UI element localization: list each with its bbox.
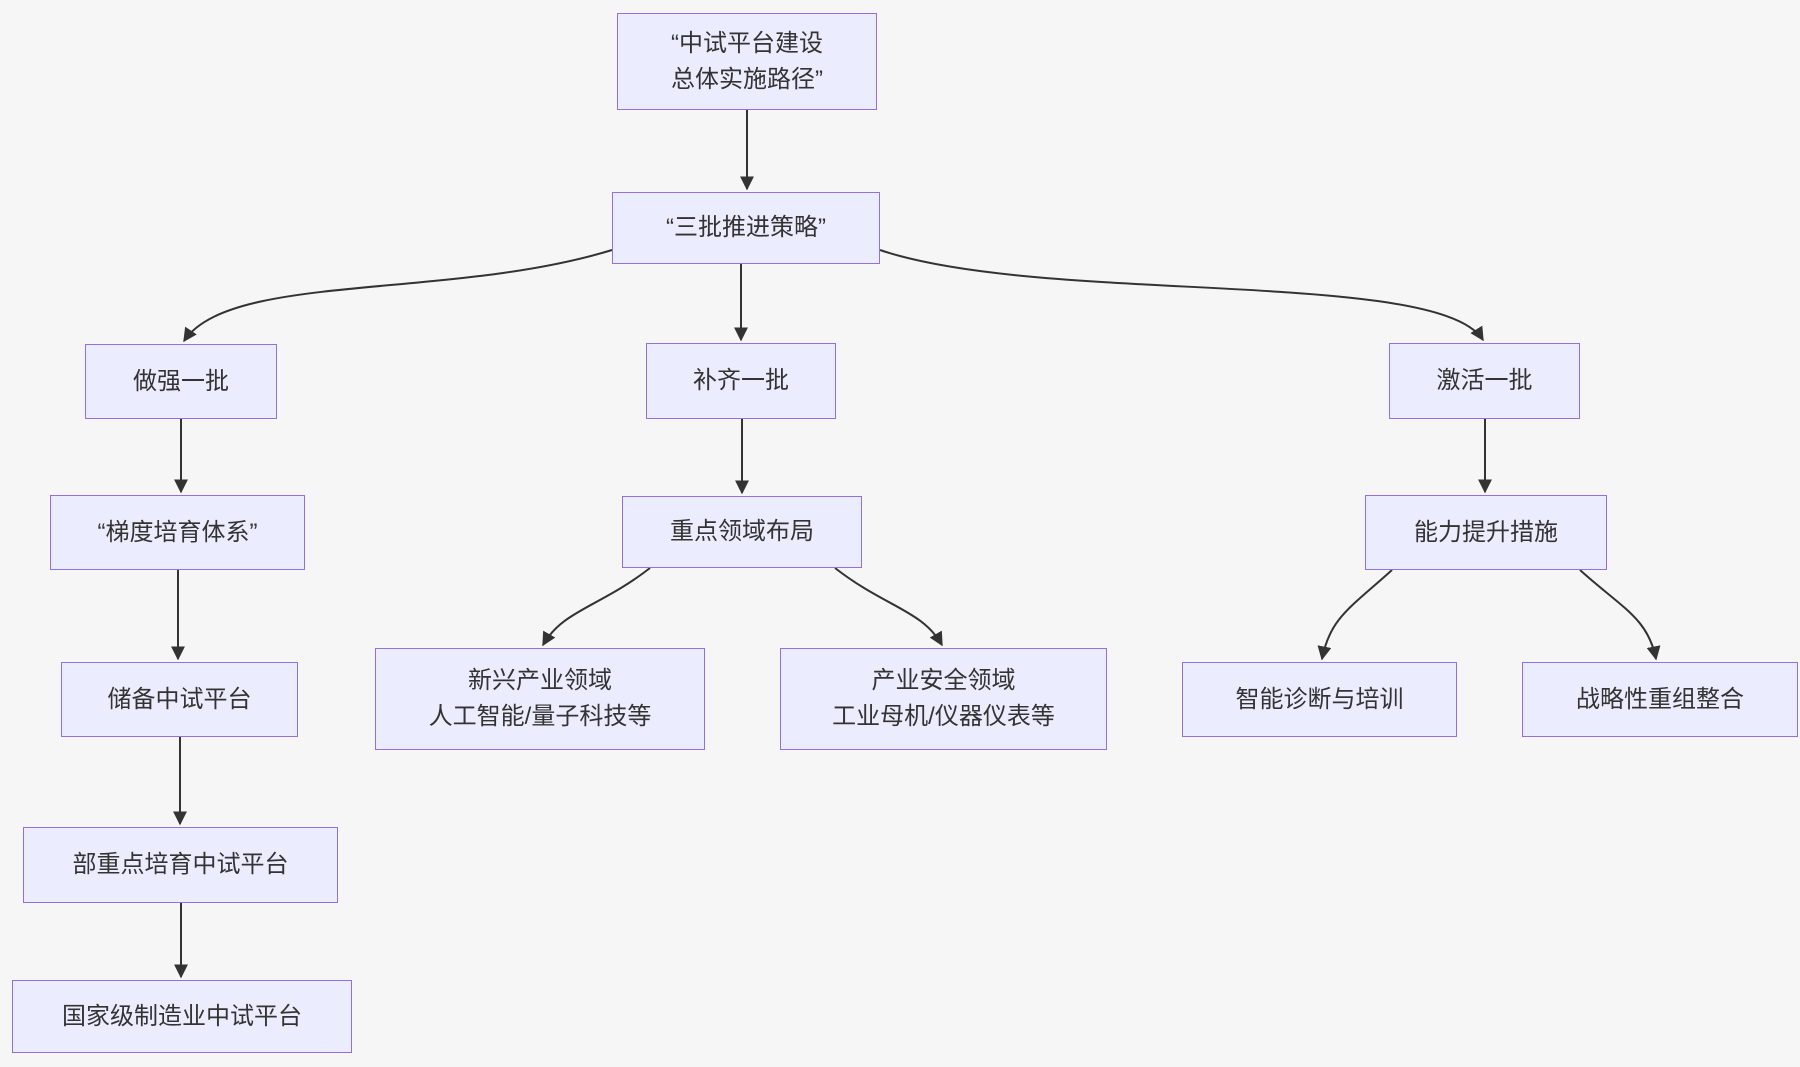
node-supplement-label: 补齐一批	[693, 367, 789, 394]
node-strategic-restructuring: 战略性重组整合	[1522, 662, 1798, 737]
edge-strategy-activate	[879, 249, 1484, 342]
node-strategy: “三批推进策略”	[612, 192, 880, 264]
node-strategy-label: “三批推进策略”	[666, 214, 826, 241]
edge-capability-diagnosis	[1317, 569, 1393, 661]
node-national-platform: 国家级制造业中试平台	[12, 980, 352, 1053]
node-strengthen-label: 做强一批	[133, 367, 229, 395]
node-root-label: “中试平台建设 总体实施路径”	[671, 29, 823, 93]
edge-keyareas-security	[834, 567, 943, 647]
node-tiered-system: “梯度培育体系”	[50, 495, 305, 570]
edge-keyareas-emerging	[542, 567, 651, 647]
node-key-areas: 重点领域布局	[622, 496, 862, 568]
node-national-platform-label: 国家级制造业中试平台	[62, 1002, 302, 1030]
node-reserve-platform-label: 储备中试平台	[107, 685, 252, 713]
node-ministry-platform-label: 部重点培育中试平台	[72, 851, 289, 878]
node-supplement: 补齐一批	[646, 343, 836, 419]
node-ministry-platform: 部重点培育中试平台	[23, 827, 338, 903]
node-emerging-fields-label: 新兴产业领域 人工智能/量子科技等	[428, 667, 652, 730]
node-activate: 激活一批	[1389, 343, 1580, 419]
node-industry-security-label: 产业安全领域 工业母机/仪器仪表等	[832, 667, 1055, 730]
node-capability-label: 能力提升措施	[1414, 518, 1558, 546]
node-root: “中试平台建设 总体实施路径”	[617, 13, 877, 110]
node-reserve-platform: 储备中试平台	[61, 662, 298, 737]
node-smart-diagnosis-label: 智能诊断与培训	[1235, 685, 1404, 713]
edge-strategy-strengthen	[183, 249, 613, 343]
node-activate-label: 激活一批	[1436, 367, 1533, 394]
node-strengthen: 做强一批	[85, 344, 277, 419]
node-smart-diagnosis: 智能诊断与培训	[1182, 662, 1457, 737]
edge-capability-restructuring	[1579, 569, 1661, 661]
node-tiered-system-label: “梯度培育体系”	[97, 518, 258, 546]
node-emerging-fields: 新兴产业领域 人工智能/量子科技等	[375, 648, 705, 750]
node-capability: 能力提升措施	[1365, 495, 1607, 570]
node-strategic-restructuring-label: 战略性重组整合	[1576, 685, 1744, 713]
node-industry-security: 产业安全领域 工业母机/仪器仪表等	[780, 648, 1107, 750]
node-key-areas-label: 重点领域布局	[670, 518, 814, 545]
